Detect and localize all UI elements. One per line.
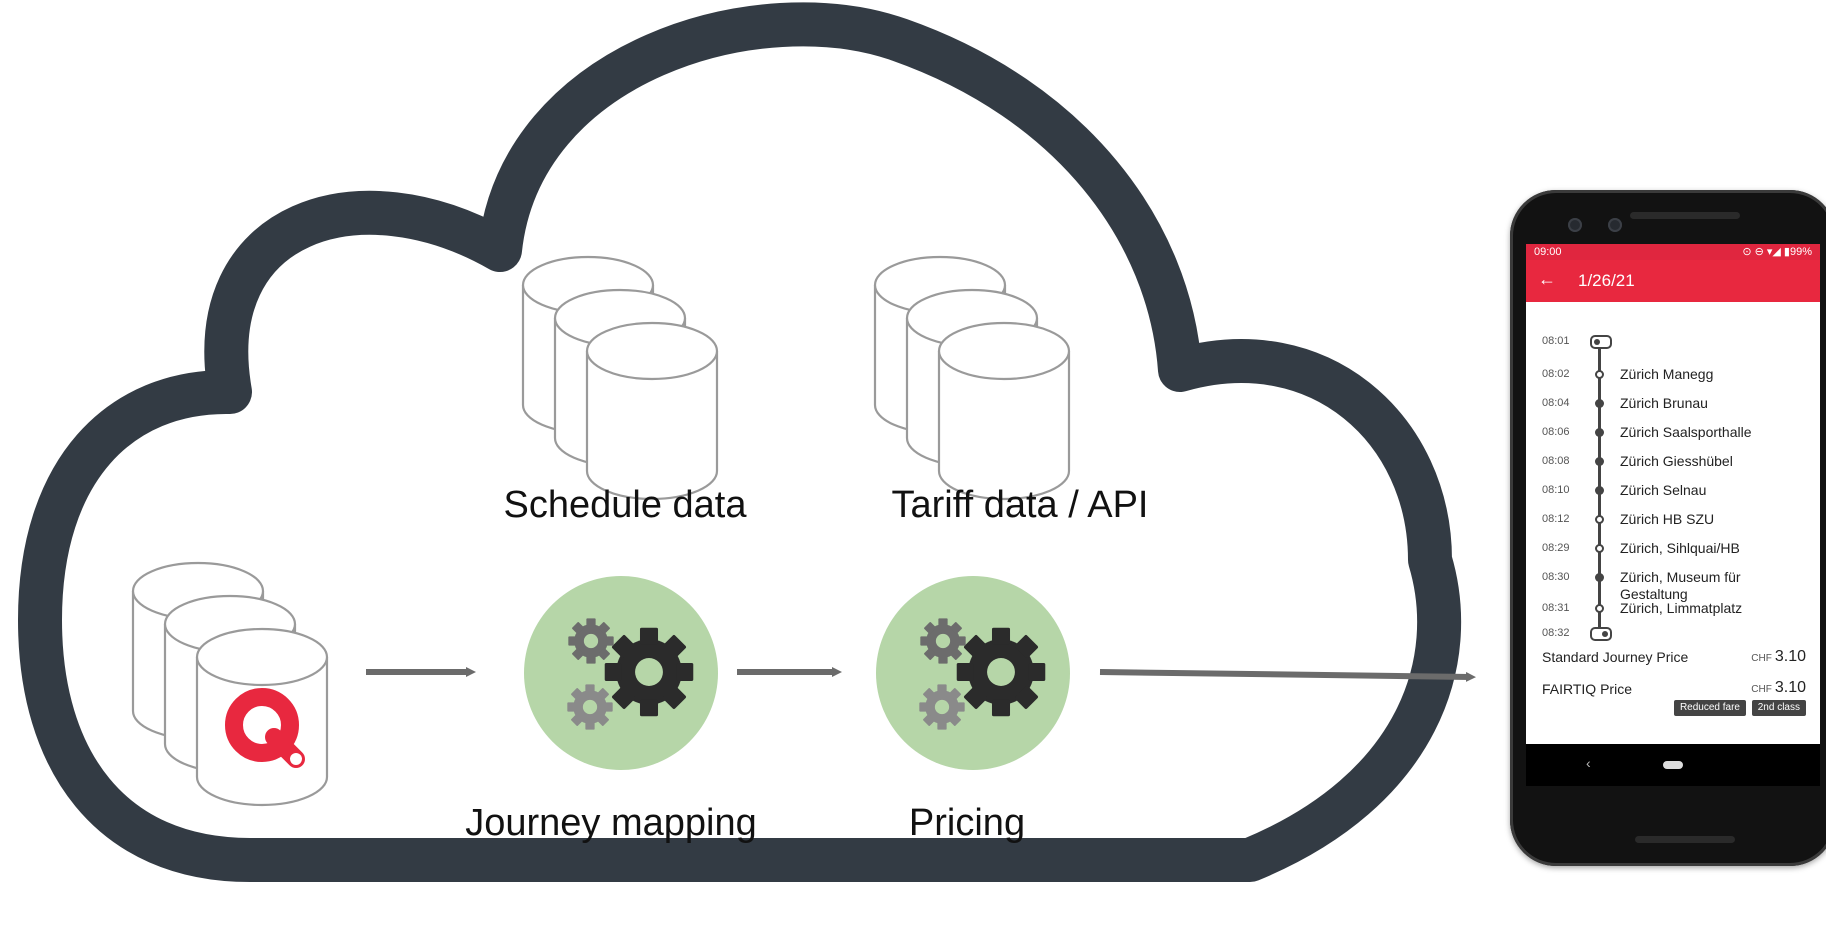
stop-name: Zürich Giesshübel	[1620, 453, 1733, 469]
stop-time: 08:02	[1542, 368, 1570, 380]
stop-time: 08:32	[1542, 627, 1570, 639]
bottom-speaker	[1635, 836, 1735, 843]
fairtiq-price-currency: CHF	[1751, 684, 1772, 695]
arrow-pricing-to-phone	[1099, 669, 1476, 682]
stop-marker	[1595, 457, 1604, 466]
badge-class: 2nd class	[1751, 700, 1806, 716]
fairtiq-logo-icon	[225, 688, 305, 768]
cloud-outline	[18, 2, 1462, 882]
journey-end-marker	[1590, 627, 1612, 641]
stop-time: 08:29	[1542, 542, 1570, 554]
standard-price-currency: CHF	[1751, 653, 1772, 664]
stop-marker	[1595, 544, 1604, 553]
stop-marker	[1595, 515, 1604, 524]
stop-name: Zürich Brunau	[1620, 395, 1708, 411]
stop-name: Zürich HB SZU	[1620, 511, 1715, 527]
journey-start-marker	[1590, 335, 1612, 349]
status-time: 09:00	[1534, 246, 1562, 258]
android-nav-bar: ‹	[1526, 744, 1820, 786]
stop-time: 08:04	[1542, 397, 1570, 409]
stop-time: 08:01	[1542, 335, 1570, 347]
stop-name: Zürich, Limmatplatz	[1620, 600, 1743, 616]
cap-dot	[1602, 631, 1608, 637]
stop-name: Zürich, Sihlquai/HB	[1620, 540, 1740, 556]
earpiece-speaker	[1630, 212, 1740, 219]
stop-time: 08:12	[1542, 513, 1570, 525]
stop-name: Zürich Manegg	[1620, 366, 1714, 382]
app-bar: ← 1/26/21	[1526, 260, 1820, 302]
stop-marker	[1595, 370, 1604, 379]
stop-time: 08:06	[1542, 426, 1570, 438]
standard-price-label: Standard Journey Price	[1542, 649, 1689, 665]
stop-name: Zürich Saalsporthalle	[1620, 424, 1752, 440]
front-sensor-icon	[1608, 218, 1622, 232]
stop-marker	[1595, 573, 1604, 582]
stop-marker	[1595, 428, 1604, 437]
fairtiq-database-icon	[131, 561, 329, 807]
stop-marker	[1595, 399, 1604, 408]
stop-name: Zürich Selnau	[1620, 482, 1707, 498]
stop-marker	[1595, 604, 1604, 613]
fairtiq-price-amount: 3.10	[1774, 679, 1806, 696]
status-icons: ⊙ ⊖ ▾◢ ▮99%	[1742, 246, 1812, 258]
schedule-data-label: Schedule data	[503, 484, 747, 526]
journey-mapping-label: Journey mapping	[465, 802, 757, 844]
status-bar: 09:00 ⊙ ⊖ ▾◢ ▮99%	[1526, 244, 1820, 260]
pricing-label: Pricing	[908, 802, 1026, 844]
cap-dot	[1594, 339, 1600, 345]
stop-time: 08:10	[1542, 484, 1570, 496]
nav-back-icon[interactable]: ‹	[1586, 755, 1591, 771]
journey-mapping-gears-icon	[524, 576, 718, 770]
front-camera-icon	[1568, 218, 1582, 232]
stop-name: Zürich, Museum für Gestaltung	[1620, 569, 1741, 602]
stop-time: 08:31	[1542, 602, 1570, 614]
badge-reduced-fare: Reduced fare	[1673, 700, 1746, 716]
journey-date: 1/26/21	[1578, 271, 1635, 290]
nav-home-icon[interactable]	[1663, 761, 1683, 769]
back-arrow-icon[interactable]: ←	[1538, 269, 1556, 289]
stop-time: 08:08	[1542, 455, 1570, 467]
stop-time: 08:30	[1542, 571, 1570, 583]
stop-marker	[1595, 486, 1604, 495]
standard-price-amount: 3.10	[1774, 648, 1806, 665]
fairtiq-price-label: FAIRTIQ Price	[1542, 681, 1632, 697]
tariff-data-label: Tariff data / API	[891, 484, 1149, 526]
pricing-gears-icon	[876, 576, 1070, 770]
